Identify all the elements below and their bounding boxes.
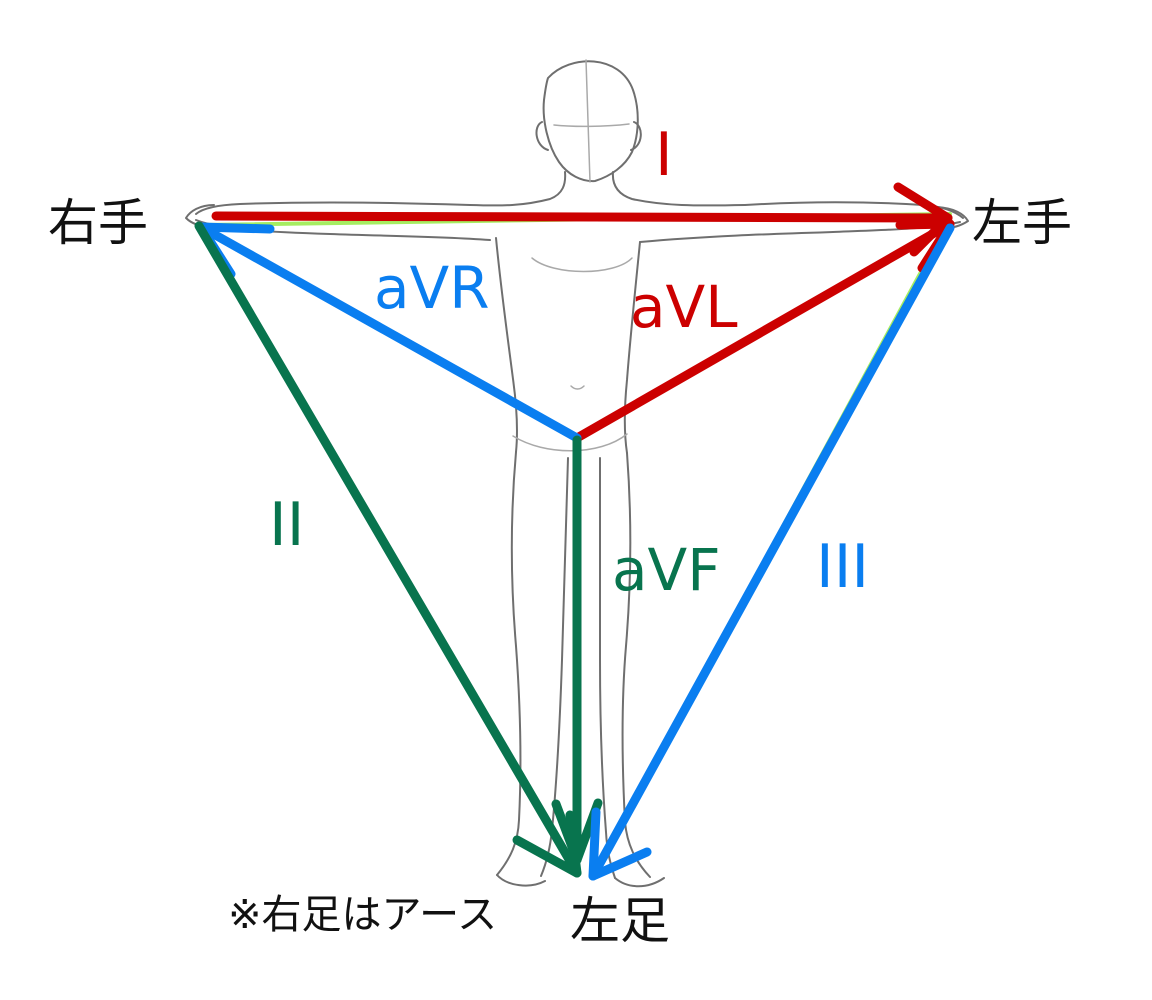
lead-avl-vector	[572, 219, 955, 443]
lead-ii-vector	[194, 221, 582, 878]
right-foot-sketch	[496, 874, 546, 887]
ear-left-sketch	[630, 121, 642, 151]
right-arm-upper-outline	[195, 201, 471, 215]
lead-iii-arrowhead	[588, 807, 652, 881]
diagram-labels: 右手 左手 左足 ※右足はアース I aVL aVR II aVF III	[48, 120, 1072, 950]
lead-avl-label: aVL	[630, 273, 738, 341]
left-leg-outer	[621, 452, 651, 878]
head-eye-line	[553, 123, 630, 128]
left-foot-sketch	[614, 877, 665, 888]
ear-right-sketch	[535, 121, 549, 151]
right-leg-outer	[496, 451, 522, 876]
torso-right-side	[495, 237, 518, 453]
head-centerline	[585, 59, 591, 183]
lead-avr-vector	[196, 222, 582, 443]
torso-left-side	[623, 241, 641, 454]
lead-iii-vector	[588, 223, 955, 881]
lead-ii-label: II	[269, 490, 304, 560]
neck-left	[611, 171, 746, 207]
chest-line	[531, 257, 633, 273]
lead-vectors	[194, 182, 955, 881]
lead-i-vector	[211, 211, 953, 223]
lead-i-label: I	[655, 120, 673, 190]
lead-iii-label: III	[816, 532, 869, 602]
left-arm-upper-outline	[744, 201, 964, 219]
navel-mark	[570, 385, 585, 390]
right-leg-inner	[540, 457, 569, 877]
right-foot-ground-note: ※右足はアース	[228, 892, 497, 938]
lead-ii-arrowhead	[512, 810, 582, 878]
neck-right	[469, 171, 567, 207]
left-foot-label: 左足	[570, 892, 670, 950]
right-hand-label: 右手	[48, 194, 148, 252]
head-outline	[542, 60, 639, 183]
left-leg-inner	[598, 457, 616, 879]
lead-avf-label: aVF	[612, 536, 721, 604]
lead-avr-label: aVR	[374, 254, 490, 322]
hip-line	[512, 433, 628, 452]
left-hand-label: 左手	[972, 194, 1072, 252]
